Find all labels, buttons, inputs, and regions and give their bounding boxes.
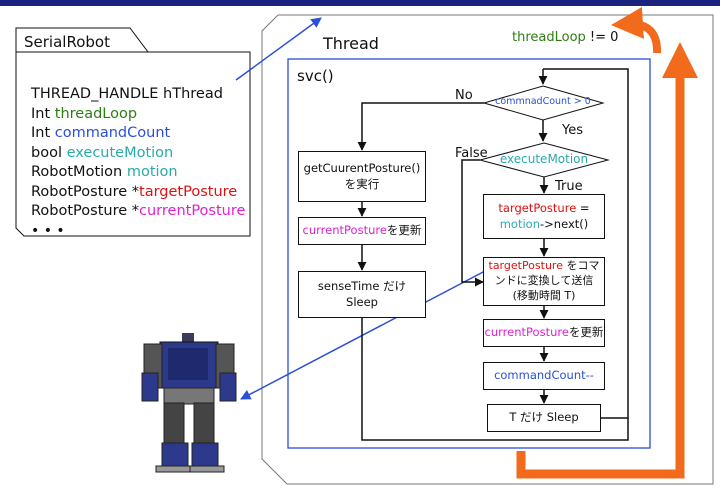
decrement-text: commandCount--	[494, 368, 594, 383]
command-count-condition: commnadCount > 0	[495, 96, 591, 107]
decrement-box: commandCount--	[483, 362, 605, 390]
left-update-suffix: を更新	[386, 223, 422, 238]
left-update-var: currentPosture	[302, 223, 387, 238]
motion-var: motion	[499, 216, 540, 231]
serial-robot-body	[15, 51, 251, 237]
member-type: THREAD_HANDLE	[31, 86, 164, 102]
next-motion-box: targetPosture = motion->next()	[483, 194, 605, 239]
serial-robot-title: SerialRobot	[24, 33, 110, 51]
target-posture-var: targetPosture	[498, 200, 577, 215]
member-name: commandCount	[54, 125, 171, 141]
svc-box	[287, 58, 651, 449]
right-update-var: currentPosture	[484, 325, 569, 340]
command-to-robot-arrow	[240, 270, 486, 400]
thread-title: Thread	[323, 34, 379, 53]
execute-motion-condition: executeMotion	[499, 152, 589, 166]
thread-loop-value: 0	[610, 30, 619, 45]
member-name: executeMotion	[66, 144, 174, 161]
member-line: bool executeMotion	[31, 144, 245, 164]
robot-image	[141, 333, 237, 473]
member-line: Int commandCount	[31, 124, 245, 144]
member-type: bool	[31, 144, 67, 161]
t-sleep-box: T だけ Sleep	[487, 404, 601, 432]
right-update-suffix: を更新	[568, 325, 604, 340]
member-name: threadLoop	[54, 105, 138, 122]
member-type: RobotPosture *	[31, 203, 140, 219]
member-type: RobotPosture *	[31, 183, 140, 200]
target-eq: =	[576, 200, 590, 215]
t-sleep-text: T だけ Sleep	[509, 410, 579, 425]
member-type: Int	[31, 105, 55, 122]
sense-sleep-box: senseTime だけ Sleep	[298, 271, 426, 318]
member-line: RobotMotion motion	[31, 163, 245, 183]
thread-loop-condition: threadLoop != 0	[512, 30, 618, 45]
thread-loop-arrow	[516, 42, 698, 479]
label-false: False	[455, 146, 488, 161]
convert-send-box: targetPosture をコマンドに変換して送信 (移動時間 T)	[483, 257, 605, 306]
member-name: targetPosture	[139, 183, 238, 200]
class-to-thread-arrow	[235, 17, 322, 81]
thread-loop-op: !=	[585, 30, 611, 45]
member-line: Int threadLoop	[31, 105, 245, 125]
member-line: RobotPosture *targetPosture	[31, 183, 245, 203]
get-posture-text: getCuurentPosture() を実行	[303, 160, 421, 191]
member-name: hThread	[163, 86, 223, 102]
label-no: No	[455, 88, 473, 103]
member-type: Int	[31, 125, 55, 141]
motion-call: ->next()	[540, 216, 589, 231]
member-name: currentPosture	[139, 203, 246, 219]
get-posture-box: getCuurentPosture() を実行	[298, 151, 426, 202]
member-type: RobotMotion	[31, 164, 127, 180]
left-update-box: currentPostureを更新	[298, 217, 426, 245]
convert-text: をコマンドに変換して送信 (移動時間 T)	[494, 259, 600, 302]
thread-loop-return-arc	[611, 7, 661, 54]
convert-target-var: targetPosture	[488, 259, 563, 273]
member-line: RobotPosture *currentPosture	[31, 202, 245, 222]
top-accent-bar	[0, 0, 720, 6]
member-line: THREAD_HANDLE hThread	[31, 85, 245, 105]
member-ellipsis: • • •	[31, 222, 65, 239]
svc-title: svc()	[297, 67, 334, 85]
label-yes: Yes	[562, 123, 583, 138]
thread-loop-var: threadLoop	[512, 30, 586, 45]
member-name: motion	[126, 164, 178, 180]
sense-time-var: senseTime	[317, 278, 380, 293]
label-true: True	[555, 179, 583, 194]
sense-sleep-suffix: だけ Sleep	[346, 278, 407, 309]
right-update-box: currentPostureを更新	[483, 319, 605, 347]
